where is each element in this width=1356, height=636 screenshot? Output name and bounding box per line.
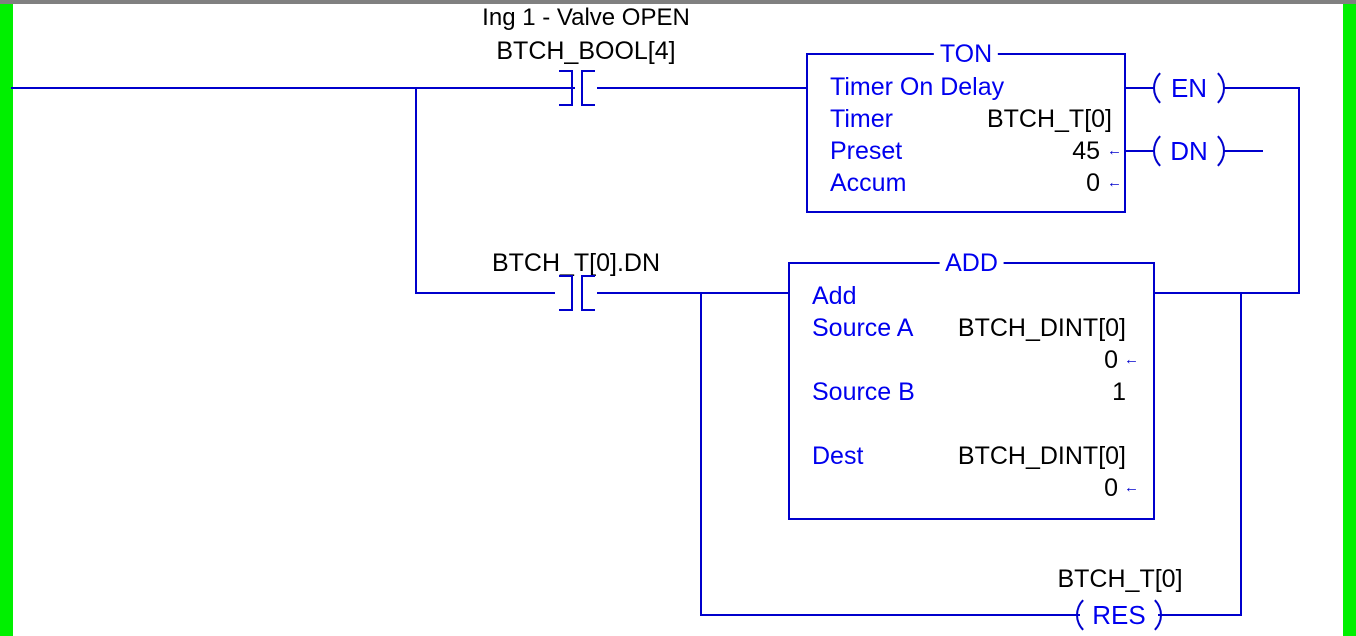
ton-description: Timer On Delay bbox=[830, 73, 1005, 101]
add-row-value-source-b[interactable]: 1 bbox=[1112, 378, 1126, 406]
wire-en-to-right-branch bbox=[1223, 87, 1300, 89]
contact-tick-right-top bbox=[581, 70, 595, 72]
ton-instruction-block[interactable]: TON Timer On Delay Timer BTCH_T[0] Prese… bbox=[806, 40, 1126, 213]
coil-dn[interactable]: DN bbox=[1153, 129, 1225, 173]
ton-accum-arrow-icon: ← bbox=[1107, 174, 1122, 191]
ton-row-value-accum[interactable]: 0 bbox=[1086, 169, 1100, 197]
contact-tag-btch-bool-4: BTCH_BOOL[4] bbox=[496, 37, 676, 65]
coil-en-label: EN bbox=[1170, 73, 1208, 103]
wire-branch-to-contact2 bbox=[415, 292, 555, 294]
coil-res-label: RES bbox=[1092, 600, 1146, 630]
add-dest-arrow-icon: ← bbox=[1124, 479, 1139, 496]
wire-contact2-to-add bbox=[597, 292, 790, 294]
add-row-label-source-a: Source A bbox=[812, 314, 914, 342]
branch-vertical-left bbox=[415, 87, 417, 294]
coil-paren-right bbox=[1140, 593, 1162, 636]
ton-row-label-preset: Preset bbox=[830, 137, 903, 165]
contact-bar-right bbox=[581, 70, 583, 106]
add-row-value-dest[interactable]: BTCH_DINT[0] bbox=[957, 442, 1126, 470]
add-row-live-source-a: 0 bbox=[1104, 346, 1118, 374]
ton-row-label-accum: Accum bbox=[830, 169, 907, 197]
add-row-value-source-a[interactable]: BTCH_DINT[0] bbox=[957, 314, 1126, 342]
coil-paren-left bbox=[1153, 66, 1175, 110]
contact-tick-left-top bbox=[559, 70, 573, 72]
add-row-label-source-b: Source B bbox=[812, 378, 915, 406]
rung-comment: Ing 1 - Valve OPEN bbox=[482, 4, 690, 31]
contact-tick-right-bottom bbox=[581, 309, 595, 311]
left-power-rail bbox=[0, 4, 13, 636]
add-block-title: ADD bbox=[939, 249, 1004, 277]
res-branch-vertical-right bbox=[1240, 292, 1242, 616]
contact-btch-t0-dn[interactable] bbox=[553, 275, 599, 311]
add-row-live-dest: 0 bbox=[1104, 474, 1118, 502]
contact-tick-right-top bbox=[581, 275, 595, 277]
add-description: Add bbox=[812, 282, 857, 310]
ton-row-value-preset[interactable]: 45 bbox=[1072, 137, 1100, 165]
contact-tick-left-top bbox=[559, 275, 573, 277]
wire-res-branch-left bbox=[700, 614, 1080, 616]
add-source-a-arrow-icon: ← bbox=[1124, 351, 1139, 368]
wire-ton-to-en bbox=[1126, 87, 1155, 89]
ton-block-title: TON bbox=[933, 40, 999, 68]
wire-ton-to-dn bbox=[1126, 150, 1155, 152]
contact-tag-btch-t0-dn: BTCH_T[0].DN bbox=[491, 249, 661, 277]
right-power-rail bbox=[1343, 4, 1356, 636]
add-instruction-block[interactable]: ADD Add Source A BTCH_DINT[0] 0 ← Source… bbox=[788, 249, 1155, 520]
ton-preset-arrow-icon: ← bbox=[1107, 142, 1122, 159]
ton-row-value-timer[interactable]: BTCH_T[0] bbox=[986, 105, 1112, 133]
res-output-tag: BTCH_T[0] bbox=[1057, 565, 1183, 593]
coil-res[interactable]: RES bbox=[1076, 593, 1162, 636]
wire-contact1-to-ton bbox=[597, 87, 806, 89]
contact-tick-left-bottom bbox=[559, 309, 573, 311]
contact-bar-right bbox=[581, 275, 583, 311]
wire-dn-stub bbox=[1223, 150, 1263, 152]
coil-paren-left bbox=[1076, 593, 1098, 636]
window-top-border bbox=[0, 0, 1356, 4]
coil-en[interactable]: EN bbox=[1153, 66, 1225, 110]
wire-rail-to-contact1 bbox=[11, 87, 575, 89]
wire-res-branch-right bbox=[1158, 614, 1242, 616]
wire-add-to-right-branch bbox=[1153, 292, 1300, 294]
coil-paren-left bbox=[1153, 129, 1175, 173]
contact-tick-right-bottom bbox=[581, 104, 595, 106]
ton-row-label-timer: Timer bbox=[830, 105, 893, 133]
right-branch-vertical bbox=[1298, 87, 1300, 294]
contact-bar-left bbox=[571, 275, 573, 311]
contact-tick-left-bottom bbox=[559, 104, 573, 106]
contact-bar-left bbox=[571, 70, 573, 106]
coil-dn-label: DN bbox=[1170, 136, 1208, 166]
res-branch-vertical-left bbox=[700, 292, 702, 616]
add-row-label-dest: Dest bbox=[812, 442, 864, 470]
contact-btch-bool-4[interactable] bbox=[553, 70, 599, 106]
